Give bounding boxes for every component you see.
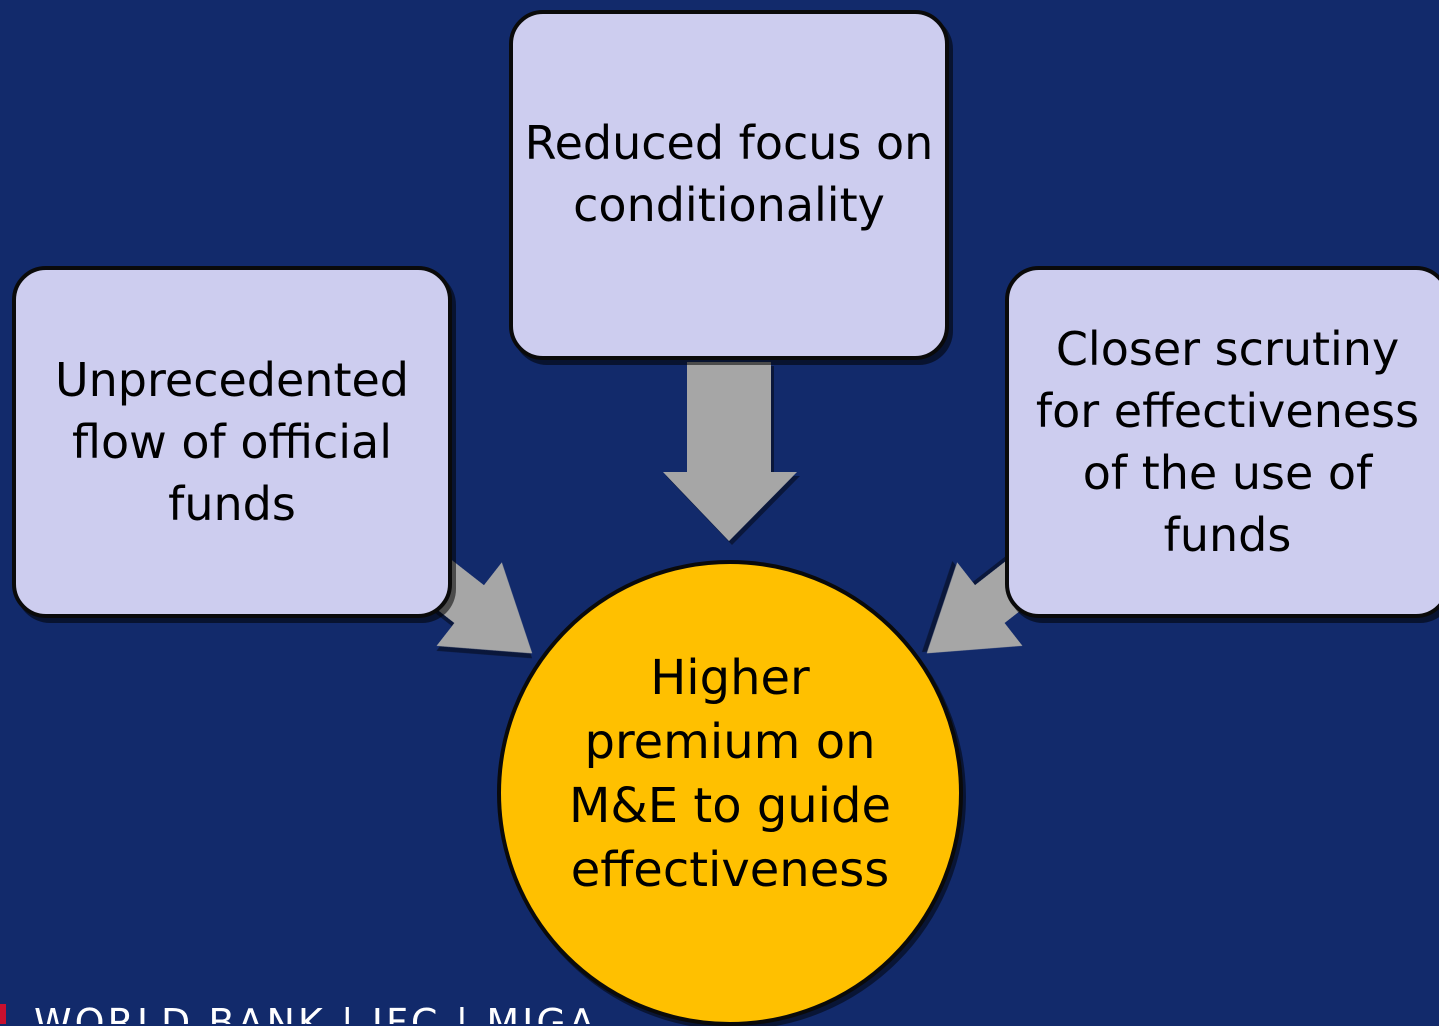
- input-box-right-line: funds: [1163, 508, 1292, 562]
- input-box-top-line: conditionality: [573, 178, 885, 232]
- input-box-right-line: for effectiveness: [1035, 384, 1420, 438]
- input-box-right-text: Closer scrutiny for effectiveness of the…: [1036, 318, 1419, 566]
- input-box-right-line: of the use of: [1082, 446, 1373, 500]
- outcome-line: Higher: [650, 650, 810, 706]
- input-box-top-line: Reduced focus on: [524, 116, 934, 170]
- outcome-line: effectiveness: [570, 842, 890, 898]
- input-box-left-line: flow of official: [72, 415, 392, 469]
- input-box-unprecedented-flow: Unprecedented flow of official funds: [12, 266, 452, 618]
- input-box-left-line: Unprecedented: [54, 353, 409, 407]
- input-box-right-line: Closer scrutiny: [1055, 322, 1400, 376]
- outcome-text: Higher premium on M&E to guide effective…: [569, 646, 891, 1022]
- outcome-line: M&E to guide: [568, 778, 892, 834]
- footer-logo-text: WORLD BANK | IFC | MIGA: [34, 1004, 598, 1024]
- input-box-reduced-focus: Reduced focus on conditionality: [509, 10, 949, 360]
- outcome-circle: Higher premium on M&E to guide effective…: [497, 560, 963, 1026]
- input-box-top-text: Reduced focus on conditionality: [525, 112, 934, 236]
- outcome-line: premium on: [584, 714, 876, 770]
- world-bank-logo-mark: [0, 1004, 18, 1024]
- input-box-left-line: funds: [168, 477, 296, 531]
- input-box-left-text: Unprecedented flow of official funds: [55, 349, 409, 535]
- footer-logo: WORLD BANK | IFC | MIGA: [0, 1004, 598, 1024]
- arrow-down-top: [663, 362, 797, 541]
- input-box-closer-scrutiny: Closer scrutiny for effectiveness of the…: [1005, 266, 1439, 618]
